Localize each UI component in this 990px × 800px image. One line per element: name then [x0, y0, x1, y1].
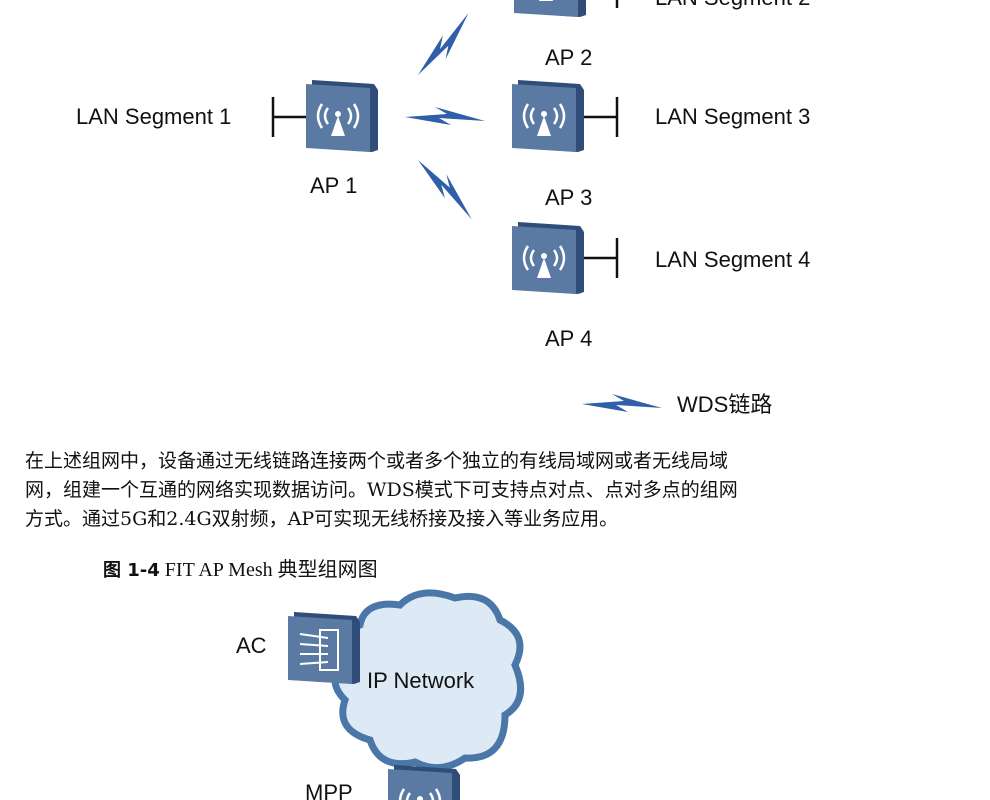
ap1-label: AP 1 — [310, 173, 357, 198]
ap4-label: AP 4 — [545, 326, 592, 351]
ip-network-cloud-icon — [331, 589, 525, 772]
body-paragraph: 在上述组网中，设备通过无线链路连接两个或者多个独立的有线局域网或者无线局域 网，… — [25, 447, 975, 534]
lan-segment-1-label: LAN Segment 1 — [76, 104, 231, 129]
lan-segment-1-line — [271, 97, 306, 137]
lan-segment-4-line — [584, 238, 619, 278]
wds-link-ap1-ap4-icon — [412, 152, 482, 223]
wds-link-ap1-ap2-icon — [412, 10, 479, 82]
ap3-device-icon — [510, 78, 586, 154]
ap3-label: AP 3 — [545, 185, 592, 210]
ap2-label: AP 2 — [545, 45, 592, 70]
ap4-device-icon — [510, 220, 586, 296]
mpp-device-icon — [386, 763, 462, 800]
ac-label: AC — [236, 633, 267, 658]
paragraph-line: 网，组建一个互通的网络实现数据访问。WDS模式下可支持点对点、点对多点的组网 — [25, 479, 738, 501]
mpp-label: MPP — [305, 780, 353, 800]
lan-segment-4-label: LAN Segment 4 — [655, 247, 810, 272]
ap2-device-icon — [512, 0, 588, 19]
paragraph-line: 在上述组网中，设备通过无线链路连接两个或者多个独立的有线局域网或者无线局域 — [25, 450, 729, 472]
ip-network-label: IP Network — [367, 668, 475, 693]
ac-device-icon — [288, 612, 360, 684]
wds-link-legend-label: WDS链路 — [677, 392, 772, 417]
figure-number: 图 1-4 — [103, 560, 160, 581]
lan-segment-2-label: LAN Segment 2 — [655, 0, 810, 10]
wds-link-legend-icon — [582, 394, 662, 412]
wds-link-ap1-ap3-icon — [405, 107, 485, 125]
lan-segment-3-line — [584, 97, 619, 137]
paragraph-line: 方式。通过5G和2.4G双射频，AP可实现无线桥接及接入等业务应用。 — [25, 508, 619, 530]
lan-segment-3-label: LAN Segment 3 — [655, 104, 810, 129]
figure-title: FIT AP Mesh 典型组网图 — [164, 559, 378, 581]
lan-segment-2-line — [615, 0, 619, 8]
figure-caption: 图 1-4 FIT AP Mesh 典型组网图 — [103, 553, 378, 582]
ap1-device-icon — [304, 78, 380, 154]
